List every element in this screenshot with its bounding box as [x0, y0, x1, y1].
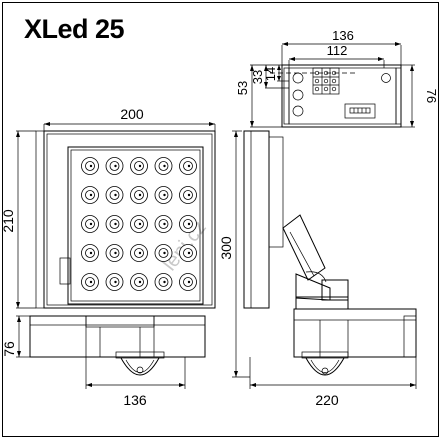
- dim-side-bottom-width: 220: [315, 392, 339, 408]
- led-grid: [81, 157, 197, 291]
- led-chip: [114, 251, 117, 255]
- led-chip: [114, 222, 117, 226]
- dim-box-depth: 76: [424, 89, 439, 103]
- led-chip: [89, 222, 93, 226]
- dim-bottom-depth: 76: [1, 341, 17, 357]
- led-chip: [187, 164, 191, 168]
- led-chip: [114, 280, 117, 284]
- junction-box-view: 136 112: [235, 28, 439, 128]
- led-chip: [138, 164, 142, 168]
- led-chip: [89, 251, 93, 255]
- led-chip: [138, 193, 142, 197]
- led-chip: [187, 280, 191, 284]
- led-chip: [89, 280, 93, 284]
- product-title: XLed 25: [24, 14, 125, 44]
- dim-box-inner-width: 112: [327, 43, 348, 58]
- led-chip: [114, 193, 117, 197]
- led-chip: [114, 164, 117, 168]
- dim-box-height-small: 14: [263, 67, 278, 81]
- dim-box-height-total: 53: [235, 81, 250, 95]
- led-chip: [138, 251, 142, 255]
- bottom-view: 76 136: [1, 315, 206, 408]
- dim-front-height: 210: [0, 209, 16, 233]
- led-chip: [163, 193, 166, 197]
- dim-box-height-mid: 33: [250, 70, 265, 84]
- side-view: 300: [218, 130, 417, 408]
- led-chip: [138, 222, 142, 226]
- front-view: 200 210: [0, 106, 216, 309]
- led-chip: [89, 164, 93, 168]
- led-chip: [187, 193, 191, 197]
- led-chip: [89, 193, 93, 197]
- dim-bottom-width: 136: [123, 392, 147, 408]
- led-chip: [187, 222, 191, 226]
- led-chip: [138, 280, 142, 284]
- led-chip: [187, 251, 191, 255]
- dim-front-width: 200: [120, 106, 144, 122]
- led-chip: [163, 222, 166, 226]
- led-chip: [163, 251, 166, 255]
- led-chip: [163, 164, 166, 168]
- led-chip: [163, 280, 166, 284]
- dim-side-height: 300: [218, 236, 234, 260]
- dim-box-outer-width: 136: [332, 28, 354, 43]
